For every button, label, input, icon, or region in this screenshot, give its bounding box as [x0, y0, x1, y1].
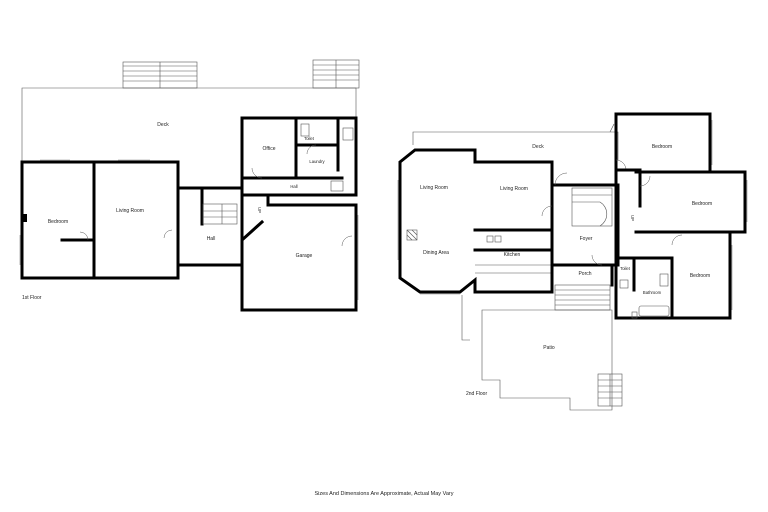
room-label-patio: Patio — [543, 345, 555, 351]
room-label-living-room: Living Room — [116, 208, 144, 214]
stairs-up-label-1: UP — [257, 207, 262, 213]
first-floor-stairs — [202, 203, 238, 225]
stairs-up-label-2: UP — [630, 215, 635, 221]
room-label-bedroom-2: Bedroom — [692, 201, 712, 207]
bathtub — [638, 305, 670, 317]
disclaimer-footer: Sizes And Dimensions Are Approximate, Ac… — [315, 491, 454, 497]
room-label-laundry: Laundry — [309, 159, 325, 164]
room-label-kitchen: Kitchen — [504, 252, 521, 258]
room-label-deck-1: Deck — [157, 122, 169, 128]
room-label-office: Office — [263, 146, 276, 152]
first-floor-plan — [19, 59, 360, 312]
room-label-toilet: Toilet — [304, 136, 315, 141]
deck-outline — [21, 87, 357, 162]
deck-outline-2 — [412, 131, 619, 160]
room-label-bedroom-1: Bedroom — [652, 144, 672, 150]
second-floor-plan — [397, 112, 748, 411]
room-label-living-room-2: Living Room — [500, 186, 528, 192]
room-label-bedroom: Bedroom — [48, 219, 68, 225]
bedroom-living-walls — [20, 160, 180, 280]
room-label-living-room-1: Living Room — [420, 185, 448, 191]
room-label-bathroom: Bathroom — [643, 290, 662, 295]
room-label-porch: Porch — [578, 271, 591, 277]
floor-label-first: 1st Floor — [22, 295, 42, 301]
room-label-deck-2: Deck — [532, 144, 544, 150]
room-label-hall-2: Hall — [290, 184, 297, 189]
porch-steps — [554, 284, 611, 311]
room-label-toilet-2: Toilet — [620, 266, 631, 271]
room-label-hall-1: Hall — [207, 236, 216, 242]
deck-stairs-right — [312, 59, 360, 89]
deck-stairs-left — [122, 61, 198, 89]
room-label-dining-area: Dining Area — [423, 250, 449, 256]
room-label-bedroom-3: Bedroom — [690, 273, 710, 279]
floor-label-second: 2nd Floor — [466, 391, 487, 397]
patio-outline — [481, 309, 613, 411]
second-floor-stairs — [571, 187, 613, 227]
room-label-foyer: Foyer — [580, 236, 593, 242]
room-label-garage: Garage — [296, 253, 313, 259]
patio-steps — [597, 373, 623, 407]
